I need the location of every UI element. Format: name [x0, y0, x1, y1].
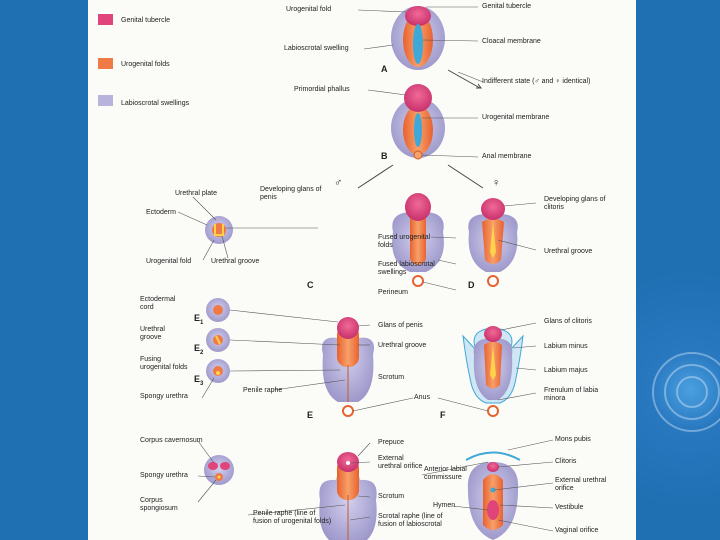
label-cloacal-membrane: Cloacal membrane — [482, 38, 541, 45]
label-scrotal-raphe: Scrotal raphe (line of fusion of labiosc… — [378, 513, 443, 528]
label-developing-glans-clitoris: Developing glans of clitoris — [544, 196, 606, 211]
label-vaginal-orifice: Vaginal orifice — [555, 527, 599, 534]
label-urethral-groove-e: Urethral groove — [140, 326, 165, 341]
label-frenulum: Frenulum of labia minora — [544, 387, 599, 402]
stage-letter-f: F — [440, 410, 446, 420]
section-e1: E1 — [194, 313, 204, 326]
diagram-page: Genital tubercle Urogenital folds Labios… — [88, 0, 636, 540]
stage-e-figure — [322, 317, 374, 417]
label-primordial-phallus: Primordial phallus — [294, 86, 350, 93]
label-labioscrotal-swelling: Labioscrotal swelling — [284, 45, 349, 52]
label-hymen: Hymen — [433, 502, 456, 509]
label-urogenital-fold: Urogenital fold — [286, 6, 332, 13]
label-urogenital-membrane: Urogenital membrane — [482, 114, 550, 121]
label-anal-membrane: Anal membrane — [482, 153, 532, 160]
label-spongy-urethra-e: Spongy urethra — [140, 393, 188, 400]
label-scrotum-e: Scrotum — [378, 374, 405, 381]
label-ectodermal-cord: Ectodermal cord — [140, 296, 176, 311]
legend-swatch-tubercle — [98, 14, 113, 25]
stage-c-figure — [392, 193, 444, 287]
stage-letter-c: C — [307, 280, 314, 290]
label-corpus-spongiosum: Corpus spongiosum — [140, 497, 178, 512]
stage-b-figure — [391, 84, 445, 160]
label-labium-minus: Labium minus — [544, 343, 588, 350]
label-glans-of-penis: Glans of penis — [378, 322, 423, 329]
male-symbol: ♂ — [334, 177, 343, 189]
label-vestibule: Vestibule — [555, 504, 584, 511]
label-fused-labioscrotal: Fused labioscrotal swellings — [378, 261, 435, 276]
legend-swatch-swellings — [98, 95, 113, 106]
label-genital-tubercle: Genital tubercle — [482, 3, 532, 10]
label-external-urethral-orifice-h: External urethral orifice — [555, 477, 607, 492]
section-e3: E3 — [194, 374, 204, 387]
label-penile-raphe-g: Penile raphe (line of fusion of urogenit… — [253, 510, 332, 525]
label-urogenital-fold-c: Urogenital fold — [146, 258, 192, 265]
label-perineum: Perineum — [378, 289, 408, 296]
leader-lines — [177, 6, 554, 532]
label-ectoderm: Ectoderm — [146, 209, 176, 216]
label-urethral-groove-c: Urethral groove — [211, 258, 260, 265]
label-clitoris: Clitoris — [555, 458, 577, 465]
label-labium-majus: Labium majus — [544, 367, 588, 374]
label-fusing-folds: Fusing urogenital folds — [140, 356, 188, 371]
label-anus: Anus — [414, 394, 430, 401]
label-prepuce: Prepuce — [378, 439, 405, 446]
transition-arrows — [357, 69, 484, 189]
label-developing-glans-penis: Developing glans of penis — [260, 186, 322, 201]
label-mons-pubis: Mons pubis — [555, 436, 591, 443]
stage-g-figure — [319, 452, 377, 540]
cross-section-c — [205, 216, 233, 244]
label-urethral-plate: Urethral plate — [175, 190, 218, 197]
stage-letter-b: B — [381, 151, 388, 161]
label-fused-urogenital-folds: Fused urogenital folds — [378, 234, 431, 249]
stage-a-figure — [391, 6, 445, 70]
female-symbol: ♀ — [492, 177, 501, 189]
label-spongy-urethra-g: Spongy urethra — [140, 472, 188, 479]
label-corpus-cavernosum: Corpus cavernosum — [140, 437, 203, 444]
stage-letter-d: D — [468, 280, 475, 290]
cross-section-g — [204, 455, 234, 485]
label-scrotum-g: Scrotum — [378, 493, 405, 500]
stage-d-figure — [468, 198, 518, 287]
diagram-drawing — [177, 6, 554, 540]
stage-f-figure — [462, 326, 524, 417]
legend-swatch-folds — [98, 58, 113, 69]
label-indifferent-state: Indifferent state (♂ and ♀ identical) — [482, 78, 591, 85]
label-penile-raphe-e: Penile raphe — [243, 387, 283, 394]
cross-sections-e — [206, 298, 230, 383]
legend-label: Labioscrotal swellings — [121, 100, 190, 107]
swirl-decoration — [652, 352, 720, 432]
legend-label: Genital tubercle — [121, 17, 171, 24]
stage-letter-a: A — [381, 64, 388, 74]
label-anterior-commissure: Anterior labial commissure — [424, 466, 467, 481]
stage-letter-e: E — [307, 410, 314, 420]
label-external-urethral-orifice-g: External urethral orifice — [378, 455, 423, 470]
legend-label: Urogenital folds — [121, 61, 170, 68]
label-urethral-groove-e2: Urethral groove — [378, 342, 427, 349]
section-e2: E2 — [194, 343, 204, 356]
label-urethral-groove-d: Urethral groove — [544, 248, 593, 255]
stage-h-figure — [465, 451, 521, 540]
label-glans-of-clitoris: Glans of clitoris — [544, 318, 592, 325]
